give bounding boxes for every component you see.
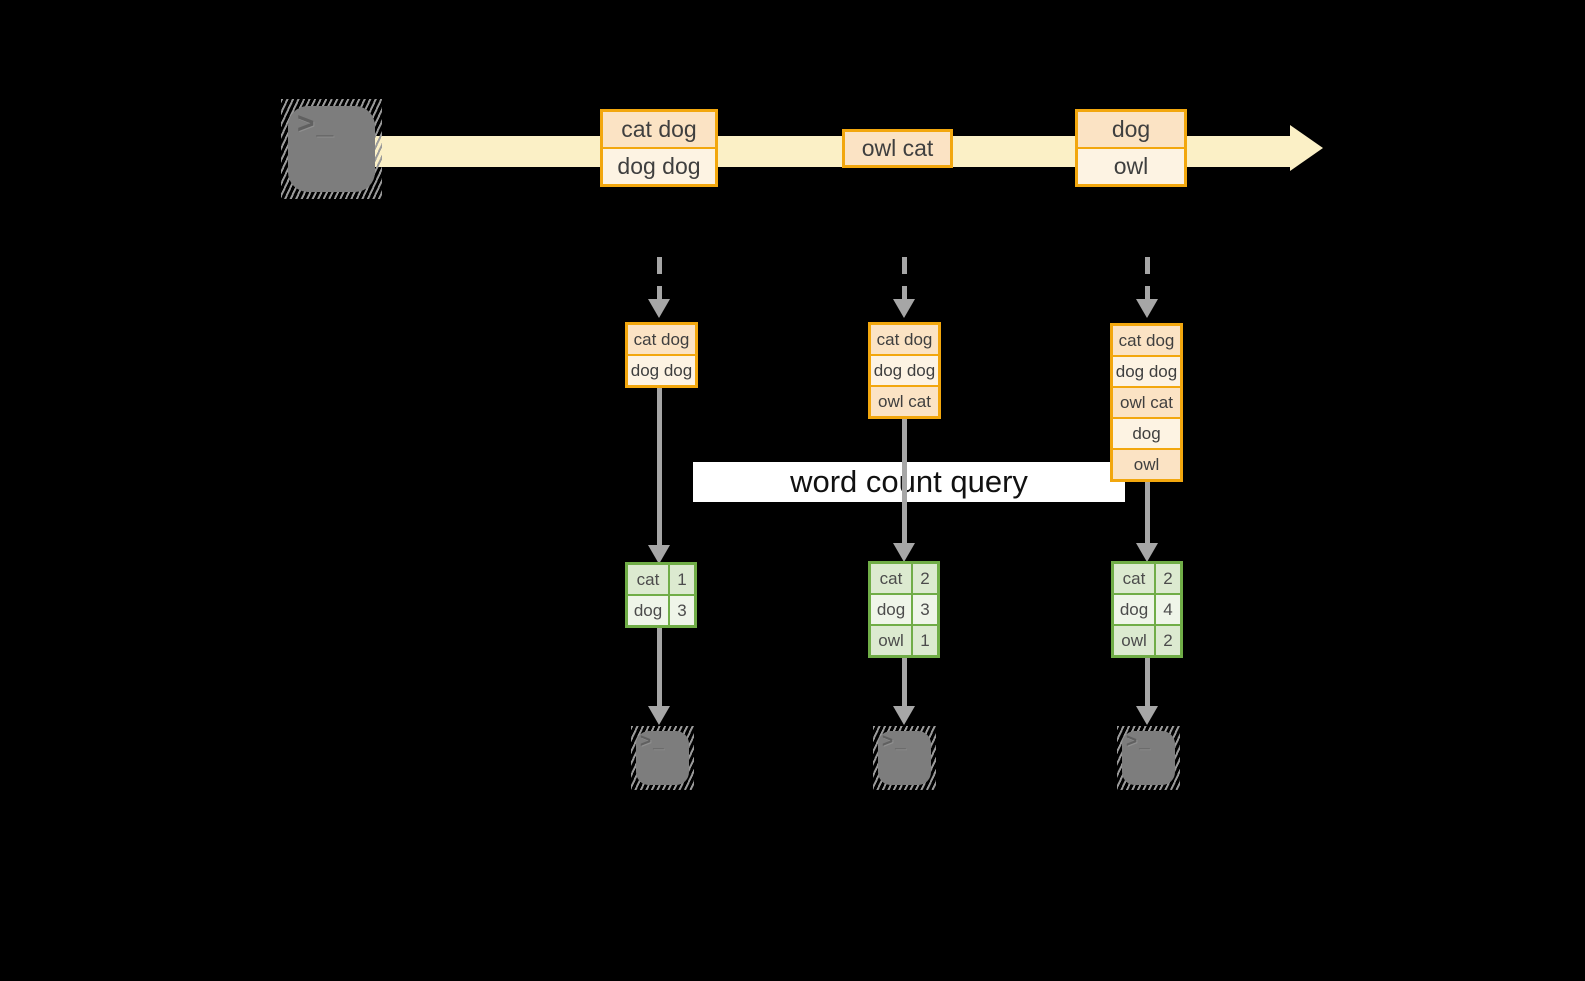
table-row: cat 2: [871, 564, 937, 593]
table-row: dog 3: [871, 593, 937, 624]
arrow-head: [893, 543, 915, 562]
event-record: dog: [1078, 112, 1184, 147]
state-record: dog dog: [871, 354, 938, 385]
dashed-arrow-head: [893, 299, 915, 318]
state-record: dog dog: [628, 354, 695, 385]
source-terminal-icon: >_: [281, 99, 382, 199]
stream-event-1: cat dog dog dog: [600, 109, 718, 187]
state-record: owl: [1113, 448, 1180, 479]
state-box-2: cat dog dog dog owl cat: [868, 322, 941, 419]
table-row: cat 1: [628, 565, 694, 594]
dashed-arrow-head: [648, 299, 670, 318]
arrow-shaft: [657, 387, 662, 545]
word-count-table-2: cat 2 dog 3 owl 1: [868, 561, 940, 658]
count-cell: 1: [913, 626, 937, 655]
stream-event-2: owl cat: [842, 129, 953, 168]
table-row: dog 4: [1114, 593, 1180, 624]
arrow-head: [893, 706, 915, 725]
dashed-arrow-shaft: [657, 257, 662, 301]
table-row: dog 3: [628, 594, 694, 625]
terminal-prompt-icon: >_: [882, 731, 908, 752]
table-row: owl 1: [871, 624, 937, 655]
word-cell: cat: [628, 565, 670, 594]
state-record: dog: [1113, 417, 1180, 448]
count-cell: 2: [1156, 626, 1180, 655]
state-record: cat dog: [1113, 326, 1180, 355]
count-cell: 3: [670, 596, 694, 625]
sink-terminal-icon: >_: [873, 726, 936, 790]
word-count-table-1: cat 1 dog 3: [625, 562, 697, 628]
event-record: dog dog: [603, 147, 715, 184]
terminal-screen: [1122, 731, 1175, 785]
arrow-head: [1136, 706, 1158, 725]
word-cell: dog: [871, 595, 913, 624]
count-cell: 2: [913, 564, 937, 593]
stream-event-3: dog owl: [1075, 109, 1187, 187]
arrow-head: [1136, 543, 1158, 562]
terminal-prompt-icon: >_: [297, 107, 336, 140]
state-record: cat dog: [628, 325, 695, 354]
terminal-prompt-icon: >_: [1126, 731, 1152, 752]
word-cell: dog: [1114, 595, 1156, 624]
word-count-table-3: cat 2 dog 4 owl 2: [1111, 561, 1183, 658]
event-record: owl: [1078, 147, 1184, 184]
query-label: word count query: [693, 462, 1125, 502]
terminal-screen: [636, 731, 689, 785]
sink-terminal-icon: >_: [1117, 726, 1180, 790]
count-cell: 1: [670, 565, 694, 594]
count-cell: 2: [1156, 564, 1180, 593]
arrow-shaft: [657, 628, 662, 706]
state-record: dog dog: [1113, 355, 1180, 386]
terminal-prompt-icon: >_: [640, 731, 666, 752]
event-record: cat dog: [603, 112, 715, 147]
arrow-shaft: [1145, 658, 1150, 706]
arrow-shaft: [1145, 481, 1150, 543]
terminal-screen: [288, 106, 375, 192]
count-cell: 3: [913, 595, 937, 624]
terminal-screen: [878, 731, 931, 785]
stream-arrow-head: [1290, 125, 1323, 171]
event-record: owl cat: [845, 132, 950, 165]
table-row: cat 2: [1114, 564, 1180, 593]
word-cell: owl: [1114, 626, 1156, 655]
state-record: cat dog: [871, 325, 938, 354]
state-box-1: cat dog dog dog: [625, 322, 698, 388]
dashed-arrow-shaft: [902, 257, 907, 301]
count-cell: 4: [1156, 595, 1180, 624]
word-cell: cat: [1114, 564, 1156, 593]
table-row: owl 2: [1114, 624, 1180, 655]
state-record: owl cat: [871, 385, 938, 416]
word-cell: cat: [871, 564, 913, 593]
state-record: owl cat: [1113, 386, 1180, 417]
sink-terminal-icon: >_: [631, 726, 694, 790]
arrow-shaft: [902, 418, 907, 543]
arrow-shaft: [902, 658, 907, 706]
arrow-head: [648, 706, 670, 725]
state-box-3: cat dog dog dog owl cat dog owl: [1110, 323, 1183, 482]
dashed-arrow-shaft: [1145, 257, 1150, 301]
dashed-arrow-head: [1136, 299, 1158, 318]
word-cell: dog: [628, 596, 670, 625]
arrow-head: [648, 545, 670, 564]
word-cell: owl: [871, 626, 913, 655]
